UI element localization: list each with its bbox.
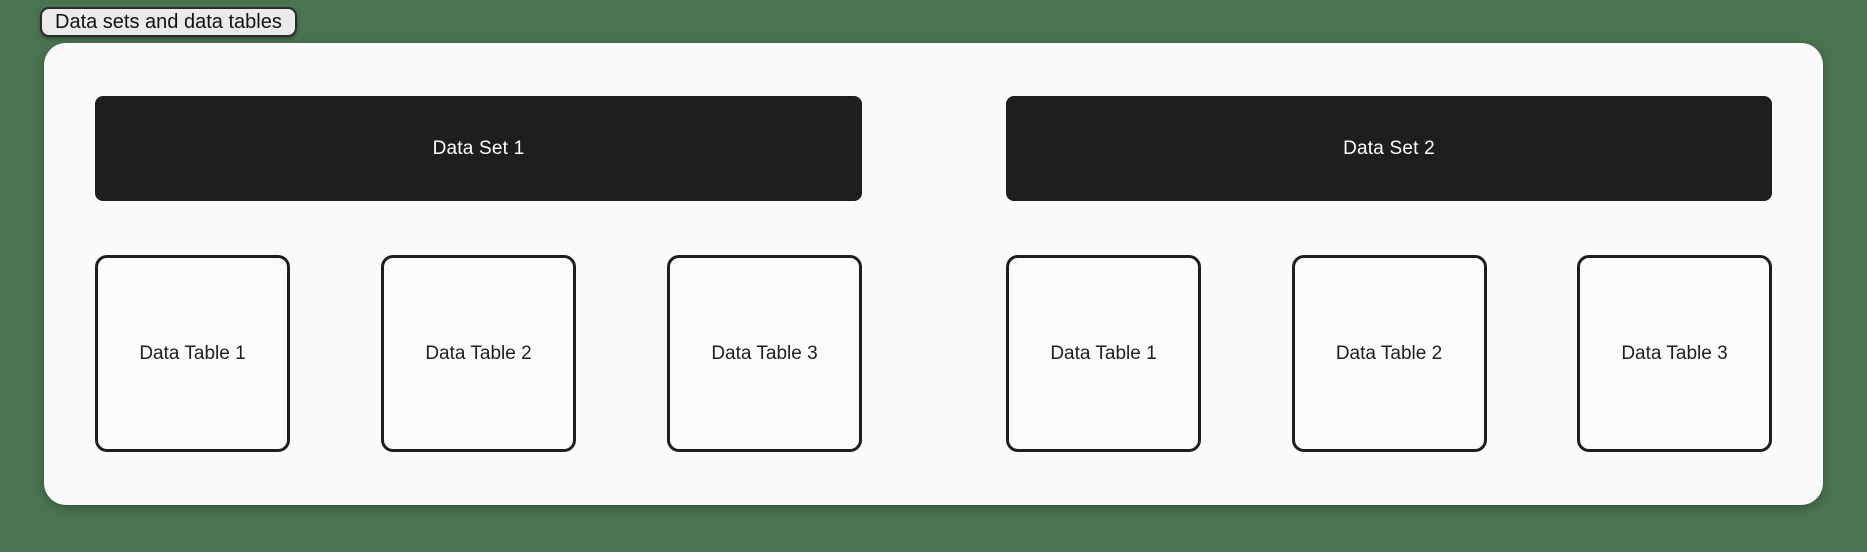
table-node-label: Data Table 3 bbox=[1621, 342, 1728, 364]
data-set-2-table-3-node[interactable]: Data Table 3 bbox=[1577, 255, 1772, 452]
table-node-label: Data Table 2 bbox=[425, 342, 532, 364]
data-set-2-table-2-node[interactable]: Data Table 2 bbox=[1291, 255, 1487, 452]
data-set-1-tables-row: Data Table 1 Data Table 2 Data Table 3 bbox=[95, 255, 862, 452]
table-node-label: Data Table 1 bbox=[1050, 342, 1157, 364]
data-set-1-node[interactable]: Data Set 1 bbox=[95, 96, 862, 201]
data-set-1-table-3-node[interactable]: Data Table 3 bbox=[667, 255, 862, 452]
data-set-1-table-1-node[interactable]: Data Table 1 bbox=[95, 255, 290, 452]
data-set-1-label: Data Set 1 bbox=[432, 137, 525, 159]
data-set-2-node[interactable]: Data Set 2 bbox=[1006, 96, 1772, 201]
frame-container: Data Set 1 Data Table 1 Data Table 2 Dat… bbox=[44, 43, 1823, 505]
frame-label[interactable]: Data sets and data tables bbox=[40, 7, 297, 37]
data-set-2-tables-row: Data Table 1 Data Table 2 Data Table 3 bbox=[1006, 255, 1772, 452]
data-set-2-table-1-node[interactable]: Data Table 1 bbox=[1006, 255, 1201, 452]
data-set-1-group: Data Set 1 Data Table 1 Data Table 2 Dat… bbox=[95, 96, 862, 452]
frame-label-text: Data sets and data tables bbox=[55, 11, 282, 33]
data-set-2-group: Data Set 2 Data Table 1 Data Table 2 Dat… bbox=[1006, 96, 1772, 452]
table-node-label: Data Table 2 bbox=[1335, 342, 1443, 364]
table-node-label: Data Table 1 bbox=[139, 342, 246, 364]
data-set-1-table-2-node[interactable]: Data Table 2 bbox=[381, 255, 576, 452]
table-node-label: Data Table 3 bbox=[711, 342, 818, 364]
data-set-2-label: Data Set 2 bbox=[1343, 137, 1435, 159]
